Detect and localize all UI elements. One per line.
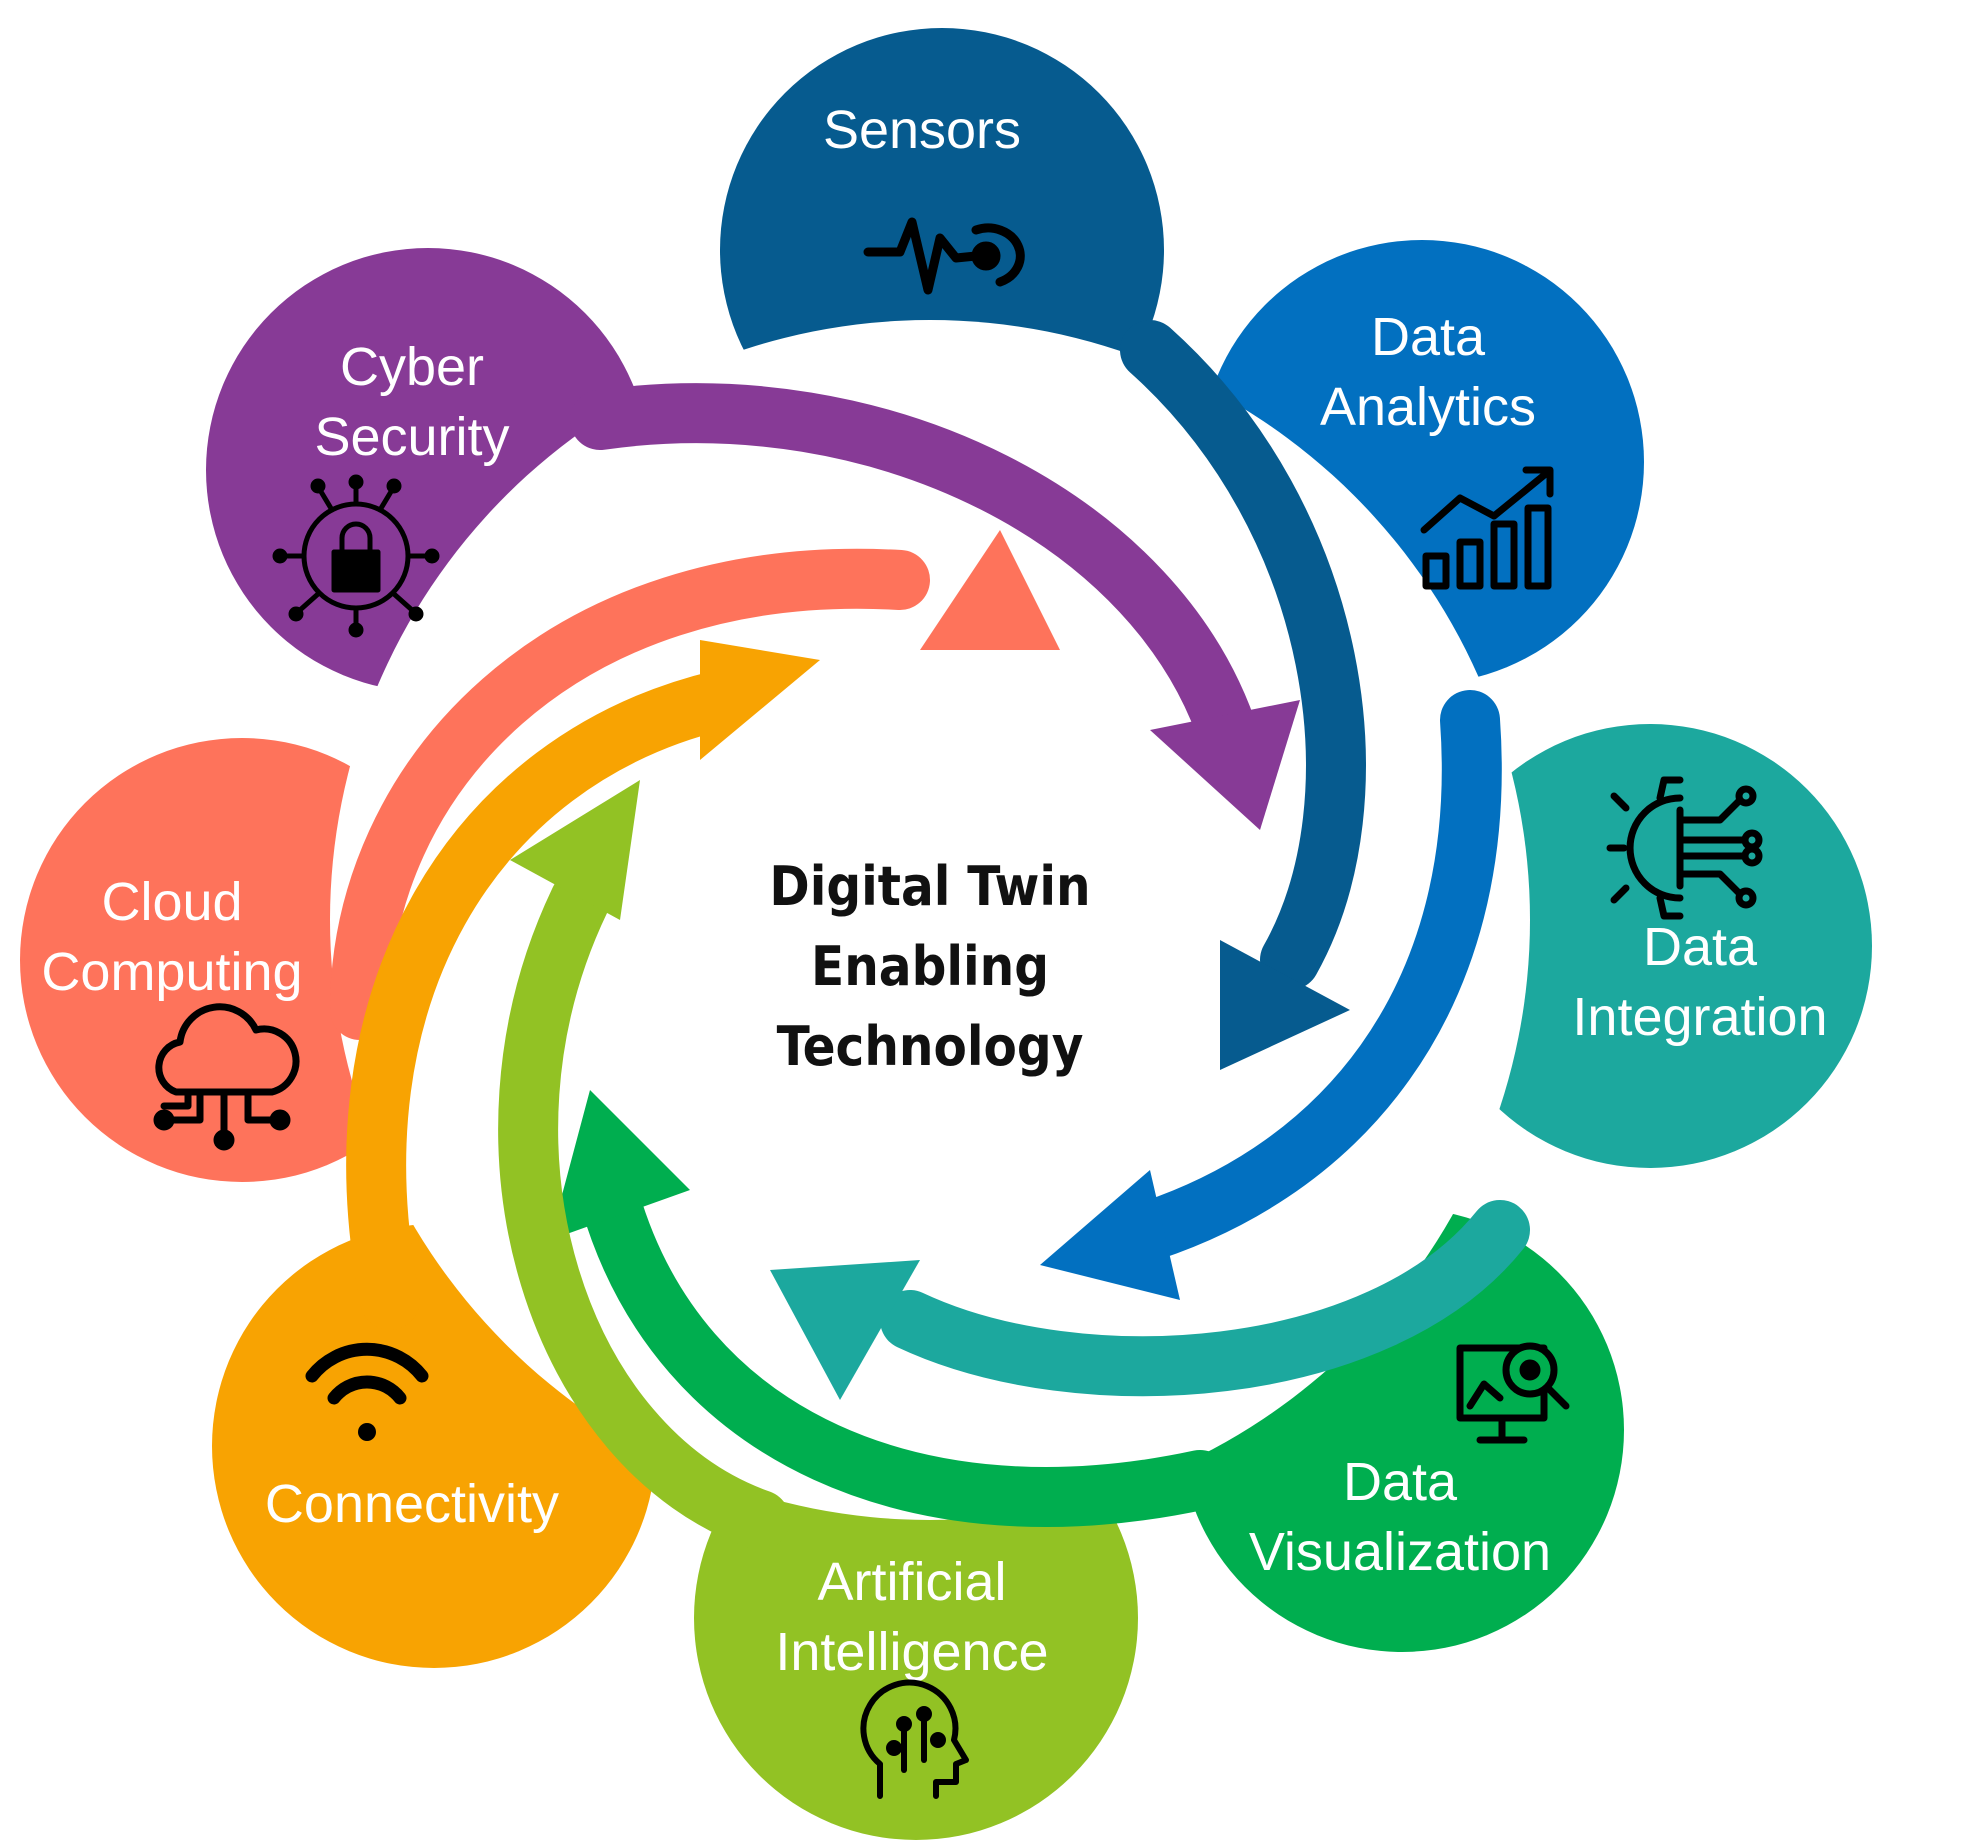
cyber-security-label-line1: Cyber	[340, 337, 484, 397]
arrow-sensors-head	[1220, 940, 1350, 1070]
data-integration-label-line1: Data	[1643, 917, 1758, 977]
arrow-connectivity-head	[700, 640, 820, 760]
pulse-sensor-icon	[863, 217, 1025, 295]
center-title-line1: Digital Twin	[769, 855, 1090, 918]
data-analytics-label-line1: Data	[1371, 307, 1486, 367]
arrow-visualization-head	[550, 1090, 690, 1240]
cloud-network-icon	[153, 1003, 300, 1151]
cloud-computing-label-line1: Cloud	[101, 872, 242, 932]
padlock-circuit-icon	[272, 474, 440, 638]
cyber-security-label-line2: Security	[314, 407, 509, 467]
connectivity-label: Connectivity	[265, 1474, 559, 1534]
arrow-integration	[880, 1200, 1530, 1397]
growth-bar-chart-icon	[1420, 466, 1554, 590]
center-title-line2: Enabling	[811, 935, 1049, 998]
arrow-analytics-head	[1040, 1170, 1180, 1300]
arrow-security-head	[1150, 700, 1300, 830]
data-analytics-label-line2: Analytics	[1320, 377, 1536, 437]
center-title: Digital Twin Enabling Technology	[769, 855, 1090, 1078]
brain-head-icon	[860, 1679, 969, 1799]
artificial-intelligence-label-line1: Artificial	[817, 1552, 1006, 1612]
arrow-ai	[498, 870, 790, 1550]
center-title-line3: Technology	[777, 1015, 1084, 1078]
arrow-integration-head	[770, 1260, 920, 1400]
arrow-cloud	[330, 548, 930, 1040]
data-integration-label-line2: Integration	[1572, 987, 1827, 1047]
cycle-arrows	[330, 320, 1530, 1550]
arrow-connectivity	[346, 670, 750, 1330]
arrow-cloud-head	[920, 530, 1060, 650]
monitor-magnifier-icon	[1456, 1342, 1570, 1444]
arrow-ai-head	[510, 780, 640, 920]
cloud-computing-label-line2: Computing	[41, 942, 302, 1002]
sensors-label: Sensors	[823, 100, 1021, 160]
node-icons	[153, 217, 1763, 1799]
arrow-security	[570, 383, 1260, 770]
data-visualization-label-line2: Visualization	[1249, 1522, 1551, 1582]
gear-circuit-icon	[1606, 776, 1763, 920]
artificial-intelligence-label-line2: Intelligence	[775, 1622, 1048, 1682]
arrow-visualization	[580, 1170, 1230, 1527]
arrow-sensors	[1120, 320, 1366, 990]
node-labels: Sensors Data Analytics Data Integration …	[41, 100, 1827, 1682]
wifi-icon	[305, 1342, 429, 1441]
arrow-analytics	[1090, 690, 1502, 1270]
data-visualization-label-line1: Data	[1343, 1452, 1458, 1512]
